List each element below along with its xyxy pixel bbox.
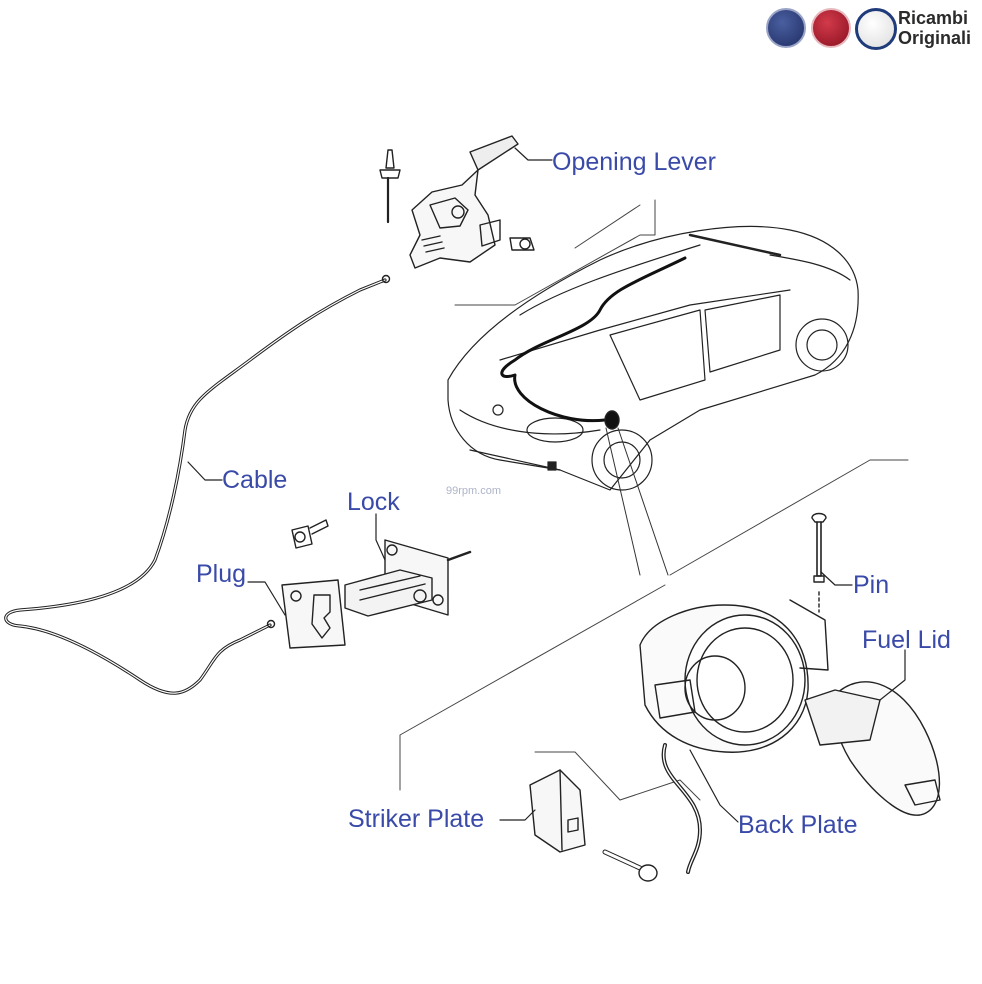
detail-callout-lines [605, 427, 669, 576]
lock-screw-part [291, 519, 329, 549]
plug-part [281, 579, 346, 649]
fuel-lid-part [804, 681, 941, 816]
fuel-door-marker [604, 410, 620, 430]
striker-screw-part [602, 849, 658, 882]
watermark-text: 99rpm.com [446, 485, 502, 497]
brand-text: Ricambi Originali [898, 8, 971, 48]
cable-part [4, 274, 391, 695]
label-fuel-lid: Fuel Lid [862, 626, 951, 654]
label-plug: Plug [196, 560, 247, 588]
section-lines [399, 199, 909, 801]
striker-plate-part [529, 769, 586, 853]
brand-text-line2: Originali [898, 28, 972, 48]
label-cable: Cable [222, 466, 288, 494]
label-lock: Lock [347, 488, 400, 516]
car-cable-route [500, 256, 687, 423]
label-opening-lever: Opening Lever [552, 148, 717, 176]
label-leaders [187, 147, 906, 823]
label-back-plate: Back Plate [738, 811, 858, 839]
brand-text-line1: Ricambi [898, 8, 969, 28]
fiat-logo-icon [811, 8, 851, 48]
pin-part [811, 512, 827, 613]
label-striker-plate: Striker Plate [348, 805, 485, 833]
back-plate-part [639, 599, 829, 874]
alfa-romeo-logo-icon [855, 8, 897, 50]
car-illustration [447, 225, 859, 491]
label-pin: Pin [853, 571, 890, 599]
opening-lever-part [379, 135, 535, 269]
lancia-logo-icon [766, 8, 806, 48]
lock-part [344, 539, 472, 617]
